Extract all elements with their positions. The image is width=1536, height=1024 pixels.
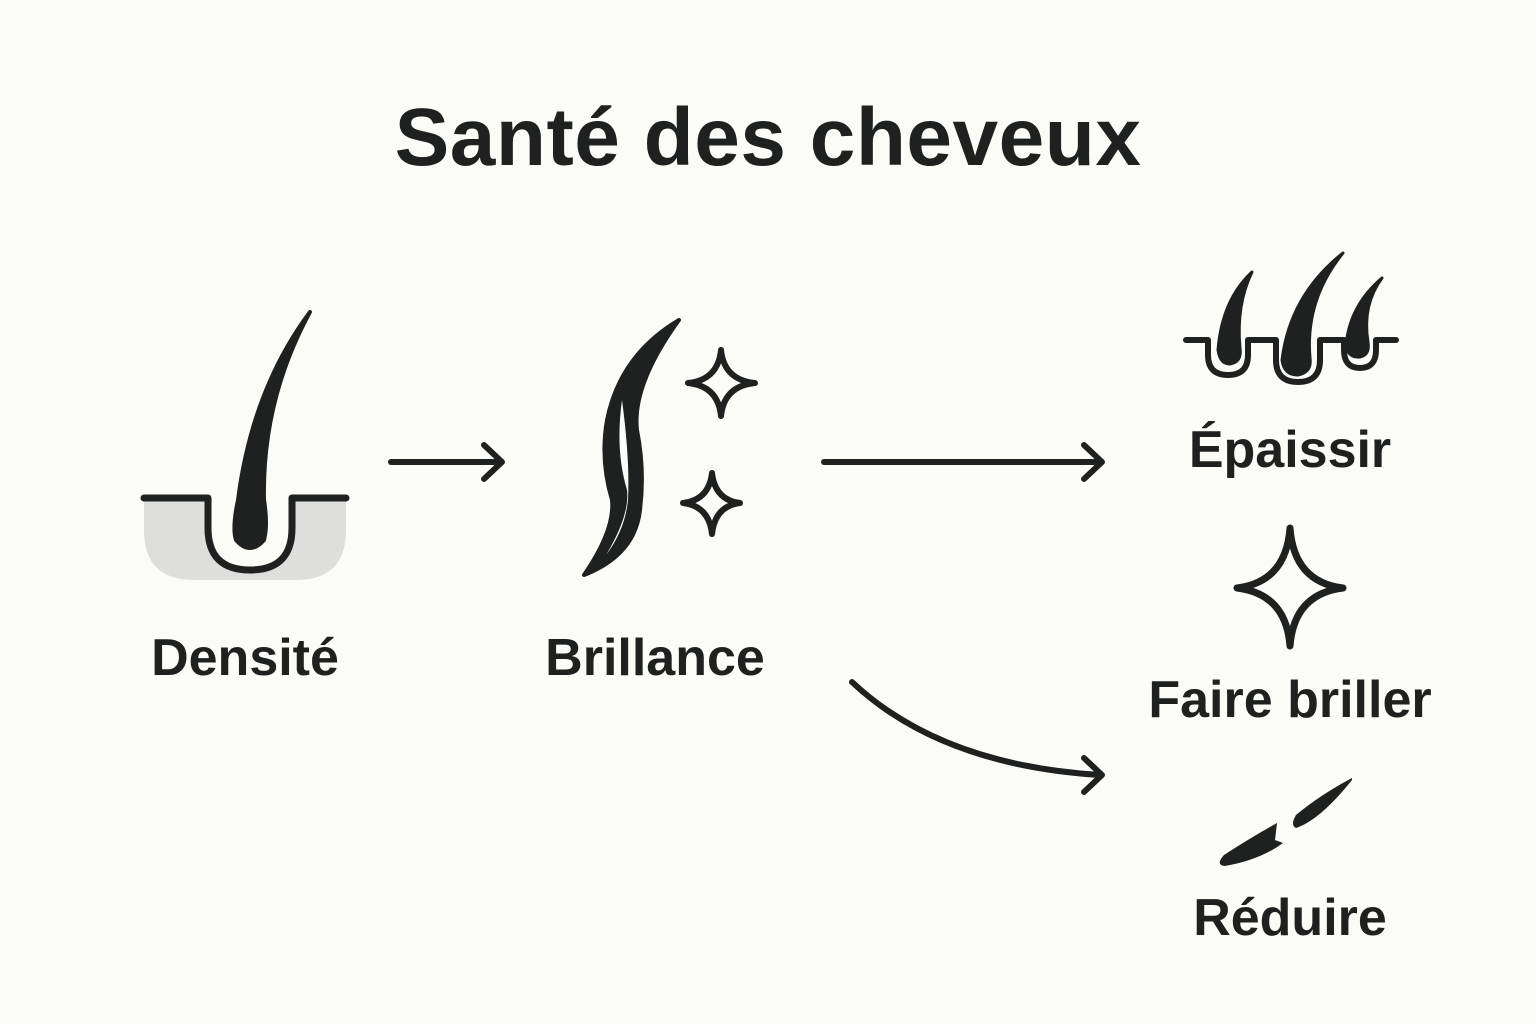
- sparkle-icon-lower: [680, 470, 743, 537]
- node-label-densite: Densité: [151, 629, 339, 687]
- node-label-epaissir: Épaissir: [1188, 421, 1392, 479]
- hair-follicle-icon: [140, 310, 350, 580]
- node-label-faire-briller: Faire briller: [1148, 671, 1432, 729]
- broken-hair-icon: [1219, 778, 1352, 866]
- arrow-brillance-to-reduire: [849, 679, 1105, 795]
- arrow-brillance-to-epaissir: [821, 442, 1105, 482]
- sparkle-icon-large: [1233, 524, 1347, 650]
- diagram-title: Santé des cheveux: [394, 92, 1142, 183]
- arrow-densite-to-brillance: [388, 442, 505, 482]
- node-label-reduire: Réduire: [1193, 889, 1387, 947]
- node-label-brillance: Brillance: [545, 629, 765, 687]
- three-hair-follicles-icon: [1183, 251, 1399, 385]
- sparkle-icon-upper: [685, 347, 758, 419]
- shiny-hair-strand-icon: [582, 318, 681, 577]
